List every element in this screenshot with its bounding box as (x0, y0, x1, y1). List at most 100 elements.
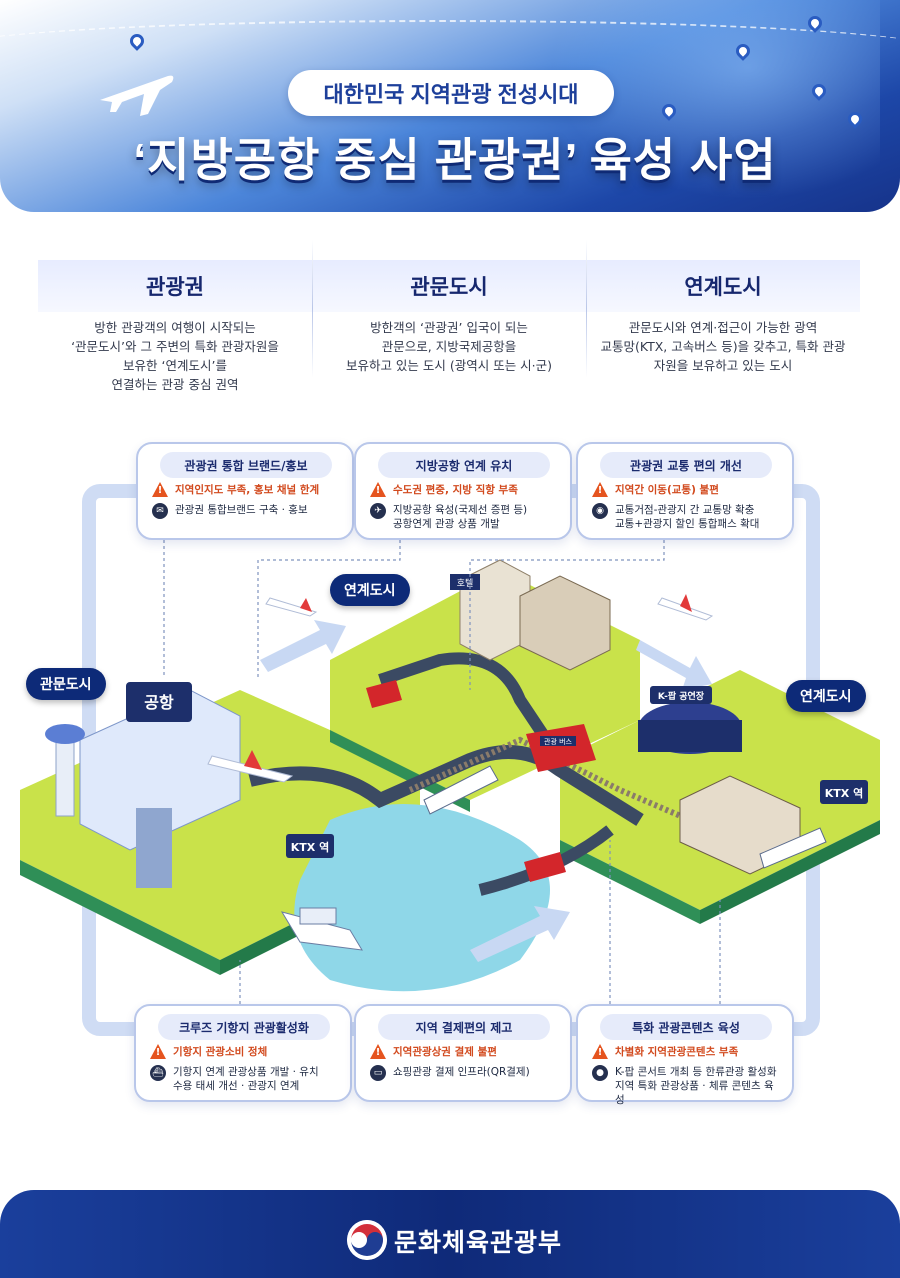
definitions-panel: 관광권 방한 관광객의 여행이 시작되는 ‘관문도시’와 그 주변의 특화 관광… (38, 240, 860, 392)
definition-line: 보유한 ‘연계도시’를 (123, 358, 227, 373)
road (378, 652, 565, 764)
card-action-line: 교통+관광지 할인 통합패스 확대 (615, 518, 760, 530)
definition-line: 관문으로, 지방국제공항을 (381, 339, 517, 354)
card-title: 관광권 통합 브랜드/홍보 (160, 452, 332, 478)
definition-description: 방한객의 ‘관광권’ 입국이 되는 관문으로, 지방국제공항을 보유하고 있는 … (312, 318, 586, 375)
card-brand-promotion: 관광권 통합 브랜드/홍보 지역인지도 부족, 홍보 채널 한계 ✉ 관광권 통… (136, 442, 354, 540)
taegeuk-logo-icon (347, 1220, 387, 1260)
bus (524, 852, 566, 882)
card-action-line: 관광권 통합브랜드 구축 · 홍보 (175, 504, 308, 516)
ktx-sign (286, 834, 334, 858)
train (423, 765, 499, 815)
car-icon: ◉ (592, 503, 608, 519)
card-action-text: 쇼핑관광 결제 인프라(QR결제) (393, 1065, 530, 1079)
hotel-label: 호텔 (457, 577, 474, 589)
definition-line: ‘관문도시’와 그 주변의 특화 관광자원을 (71, 339, 279, 354)
definition-line: 자원을 보유하고 있는 도시 (653, 358, 793, 373)
definition-description: 관문도시와 연계·접근이 가능한 광역 교통망(KTX, 고속버스 등)을 갖추… (586, 318, 860, 375)
connector (469, 540, 665, 690)
definition-description: 방한 관광객의 여행이 시작되는 ‘관문도시’와 그 주변의 특화 관광자원을 … (38, 318, 312, 394)
page-title: ‘지방공항 중심 관광권’ 육성 사업 (133, 134, 777, 186)
location-icon: ● (592, 1065, 608, 1081)
linked-city-tag: 연계도시 (330, 574, 410, 606)
cruise-ship (280, 907, 363, 951)
card-airport-attraction: 지방공항 연계 유치 수도권 편중, 지방 직항 부족 ✈ 지방공항 육성(국제… (354, 442, 572, 540)
hotel-sign (450, 574, 480, 590)
card-action: ● K-팝 콘서트 개최 등 한류관광 활성화 지역 특화 관광상품 · 체류 … (592, 1065, 782, 1107)
card-action: ✈ 지방공항 육성(국제선 증편 등) 공항연계 관광 상품 개발 (370, 503, 560, 531)
island-edge (560, 840, 700, 924)
footer-bar (0, 1190, 900, 1278)
card-action-line: K-팝 콘서트 개최 등 한류관광 활성화 (615, 1066, 777, 1078)
definition-line: 방한 관광객의 여행이 시작되는 (94, 320, 256, 335)
bus (366, 680, 402, 708)
airport-label: 공항 (144, 693, 174, 712)
airplane-icon (100, 75, 174, 116)
card-cruise-port: 크루즈 기항지 관광활성화 기항지 관광소비 정체 ⛴ 기항지 연계 관광상품 … (134, 1004, 352, 1102)
card-problem-text: 지역인지도 부족, 홍보 채널 한계 (175, 483, 320, 496)
header-subtitle: 대한민국 지역관광 전성시대 (288, 70, 614, 116)
bus-label: 관광 버스 (544, 737, 573, 746)
card-action-text: 관광권 통합브랜드 구축 · 홍보 (175, 503, 308, 517)
ktx-label: KTX 역 (291, 840, 329, 854)
card-problem-text: 기항지 관광소비 정체 (173, 1045, 268, 1058)
ktx-sign (820, 780, 868, 804)
card-action-line: 수용 태세 개선 · 관광지 연계 (173, 1080, 300, 1092)
definition-line: 보유하고 있는 도시 (광역시 또는 시·군) (345, 358, 553, 373)
definition-line: 관문도시와 연계·접근이 가능한 광역 (628, 320, 818, 335)
card-payment-convenience: 지역 결제편의 제고 지역관광상권 결제 불편 ▭ 쇼핑관광 결제 인프라(QR… (354, 1004, 572, 1102)
card-action: ✉ 관광권 통합브랜드 구축 · 홍보 (152, 503, 342, 519)
kpop-sign (650, 686, 712, 704)
card-problem: 수도권 편중, 지방 직항 부족 (370, 482, 560, 497)
control-tower (55, 735, 75, 817)
warning-icon (152, 482, 168, 497)
card-problem: 지역인지도 부족, 홍보 채널 한계 (152, 482, 342, 497)
card-problem: 지역관광상권 결제 불편 (370, 1044, 560, 1059)
card-problem-text: 수도권 편중, 지방 직항 부족 (393, 483, 518, 496)
card-icon: ▭ (370, 1065, 386, 1081)
airplane-icon: ✈ (370, 503, 386, 519)
arrow (470, 906, 570, 962)
card-title: 관광권 교통 편의 개선 (600, 452, 772, 478)
warning-icon (592, 482, 608, 497)
definition-title: 연계도시 (586, 260, 860, 312)
card-action-line: 지방공항 육성(국제선 증편 등) (393, 504, 528, 516)
definition-linked-city: 연계도시 관문도시와 연계·접근이 가능한 광역 교통망(KTX, 고속버스 등… (586, 240, 860, 390)
ktx-label: KTX 역 (825, 786, 863, 800)
header-banner: 대한민국 지역관광 전성시대 ‘지방공항 중심 관광권’ 육성 사업 (0, 0, 900, 212)
card-title: 지방공항 연계 유치 (378, 452, 550, 478)
card-title: 지역 결제편의 제고 (378, 1014, 550, 1040)
island-edge (700, 820, 880, 924)
gateway-city-tag: 관문도시 (26, 668, 106, 700)
airplane-icon (265, 597, 318, 617)
island-edge (330, 730, 470, 812)
definition-title: 관문도시 (312, 260, 586, 312)
card-action-text: 교통거점-관광지 간 교통망 확충 교통+관광지 할인 통합패스 확대 (615, 503, 759, 531)
warning-icon (592, 1044, 608, 1059)
ministry-name: 문화체육관광부 (394, 1229, 563, 1257)
definition-line: 교통망(KTX, 고속버스 등)을 갖추고, 특화 관광 (600, 339, 846, 354)
card-special-content: 특화 관광콘텐츠 육성 차별화 지역관광콘텐츠 부족 ● K-팝 콘서트 개최 … (576, 1004, 794, 1106)
water (294, 804, 550, 992)
definition-tourism-zone: 관광권 방한 관광객의 여행이 시작되는 ‘관문도시’와 그 주변의 특화 관광… (38, 240, 312, 392)
warning-icon (150, 1044, 166, 1059)
hanok-building (519, 575, 611, 671)
flight-path (0, 20, 900, 80)
definition-gateway-city: 관문도시 방한객의 ‘관광권’ 입국이 되는 관문으로, 지방국제공항을 보유하… (312, 240, 586, 390)
control-tower-top (45, 724, 85, 744)
island-edge (20, 860, 220, 975)
card-problem: 기항지 관광소비 정체 (150, 1044, 340, 1059)
card-problem-text: 지역간 이동(교통) 불편 (615, 483, 719, 496)
tourism-zone-illustration: 공항 KTX 역 KTX 역 호텔 K-팝 공연장 관광 버스 (20, 540, 880, 1004)
train (759, 827, 827, 869)
card-action-line: 교통거점-관광지 간 교통망 확충 (615, 504, 755, 516)
card-action-text: 지방공항 육성(국제선 증편 등) 공항연계 관광 상품 개발 (393, 503, 527, 531)
card-action-line: 공항연계 관광 상품 개발 (393, 518, 500, 530)
card-title: 특화 관광콘텐츠 육성 (600, 1014, 772, 1040)
card-action-line: 쇼핑관광 결제 인프라(QR결제) (393, 1066, 530, 1078)
card-action: ⛴ 기항지 연계 관광상품 개발 · 유치 수용 태세 개선 · 관광지 연계 (150, 1065, 340, 1093)
card-action: ▭ 쇼핑관광 결제 인프라(QR결제) (370, 1065, 560, 1081)
card-action-text: K-팝 콘서트 개최 등 한류관광 활성화 지역 특화 관광상품 · 체류 콘텐… (615, 1065, 782, 1107)
card-problem-text: 차별화 지역관광콘텐츠 부족 (615, 1045, 739, 1058)
card-problem: 지역간 이동(교통) 불편 (592, 482, 782, 497)
